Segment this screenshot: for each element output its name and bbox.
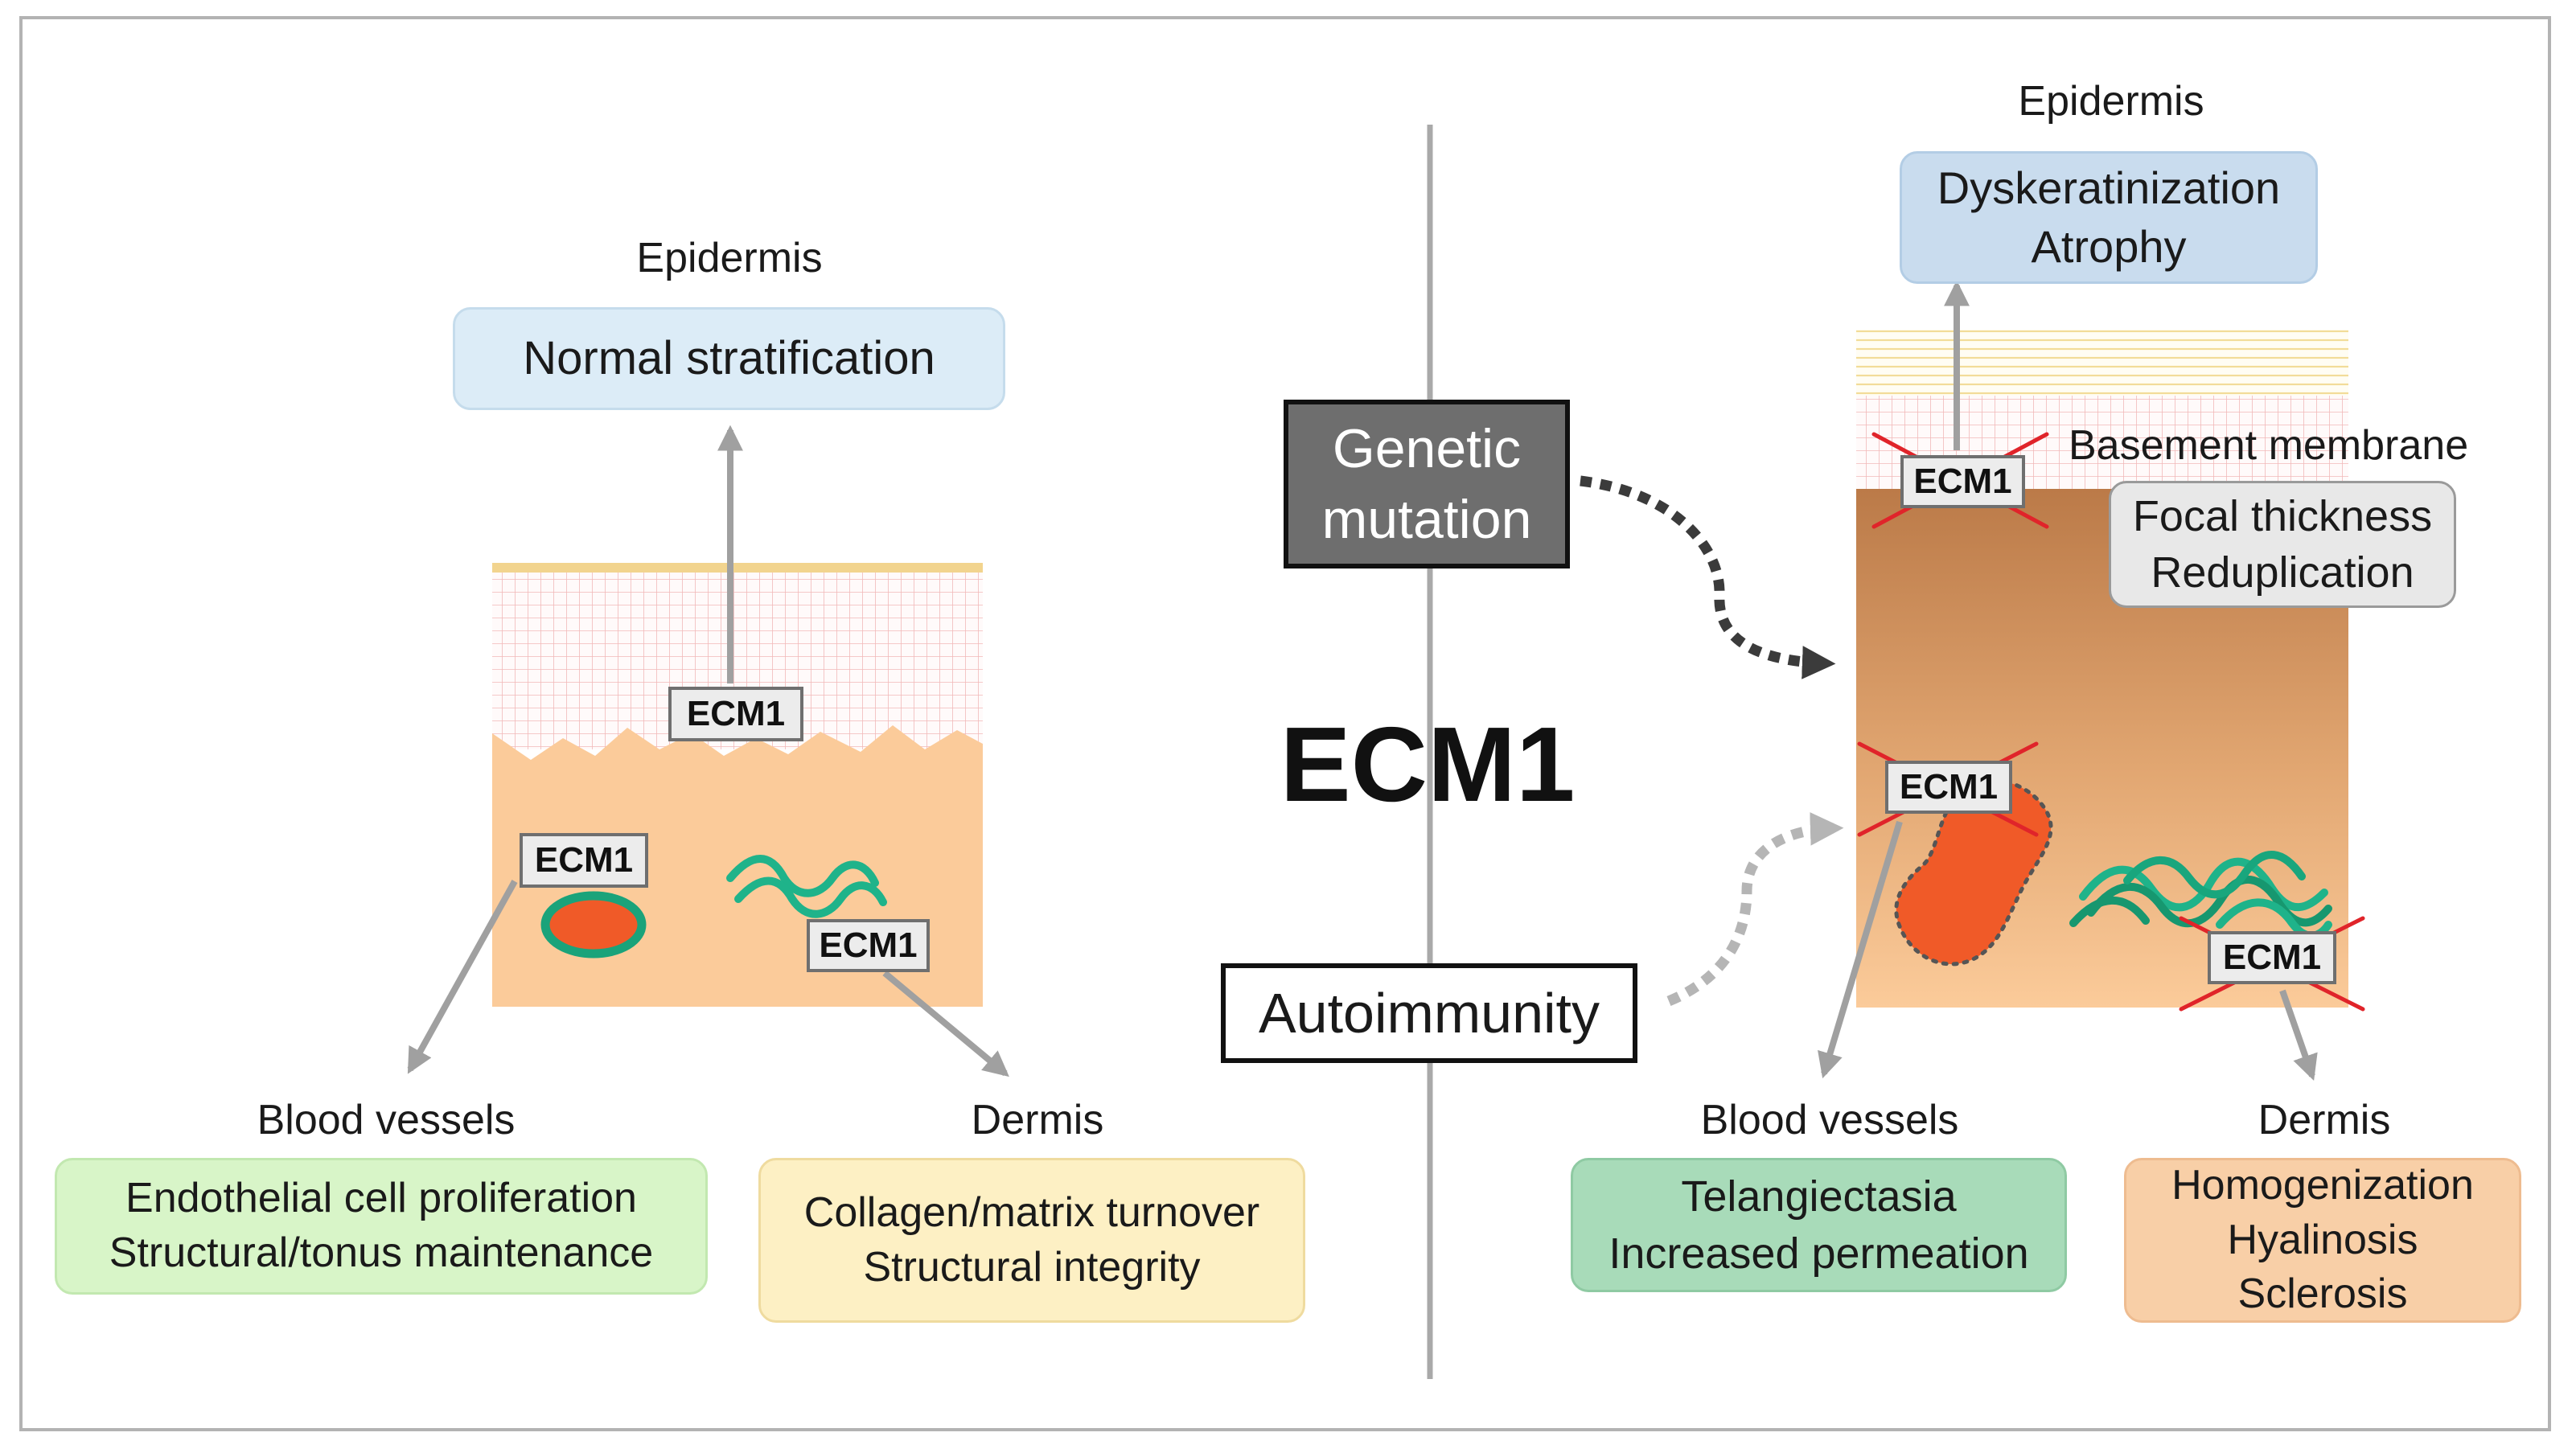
normal-blood-line-2: Structural/tonus maintenance xyxy=(109,1229,654,1276)
disease-blood-vessels-box: Telangiectasia Increased permeation xyxy=(1571,1158,2067,1292)
genetic-line-2: mutation xyxy=(1321,489,1532,550)
center-title: ECM1 xyxy=(1280,705,1576,823)
autoimmunity-text: Autoimmunity xyxy=(1258,981,1600,1045)
disease-epidermis-box: Dyskeratinization Atrophy xyxy=(1900,151,2318,284)
normal-epidermis-label: Epidermis xyxy=(636,235,823,281)
normal-ecm1-dermis-tag: ECM1 xyxy=(807,919,930,972)
autoimmunity-arrow xyxy=(1666,812,1844,1007)
disease-ecm1-vessel-tag: ECM1 xyxy=(1885,761,2012,814)
disease-collagen-fibers xyxy=(2069,850,2332,940)
normal-collagen-fibers xyxy=(726,855,887,918)
normal-dermis-line-1: Collagen/matrix turnover xyxy=(803,1188,1260,1236)
disease-dermis-line-1: Homogenization xyxy=(2171,1162,2474,1209)
normal-dermis-box: Collagen/matrix turnover Structural inte… xyxy=(758,1158,1305,1323)
normal-dermis-line-2: Structural integrity xyxy=(863,1243,1201,1291)
normal-blood-line-1: Endothelial cell proliferation xyxy=(125,1175,637,1222)
normal-ecm1-vessel-tag: ECM1 xyxy=(520,833,648,888)
basement-membrane-box: Focal thickness Reduplication xyxy=(2109,481,2456,608)
genetic-line-1: Genetic xyxy=(1332,417,1522,479)
normal-blood-vessels-box: Endothelial cell proliferation Structura… xyxy=(55,1158,708,1295)
normal-blood-vessel xyxy=(540,891,647,958)
disease-blood-line-1: Telangiectasia xyxy=(1681,1172,1957,1221)
disease-dermis-line-2: Hyalinosis xyxy=(2227,1216,2418,1263)
disease-epidermis-line-2: Atrophy xyxy=(2031,220,2187,272)
normal-blood-vessels-label: Blood vessels xyxy=(257,1097,516,1143)
disease-epidermis-line-1: Dyskeratinization xyxy=(1937,162,2281,213)
basement-line-1: Focal thickness xyxy=(2132,491,2433,540)
disease-ecm1-epidermis-tag: ECM1 xyxy=(1900,455,2025,508)
autoimmunity-box: Autoimmunity xyxy=(1221,963,1637,1063)
disease-blood-vessels-label: Blood vessels xyxy=(1700,1097,1959,1143)
basement-line-2: Reduplication xyxy=(2151,548,2414,597)
disease-ecm1-dermis-tag: ECM1 xyxy=(2208,931,2336,984)
normal-ecm1-epidermis-tag: ECM1 xyxy=(668,687,803,741)
disease-dermis-box: Homogenization Hyalinosis Sclerosis xyxy=(2124,1158,2521,1323)
disease-epidermis-label: Epidermis xyxy=(2018,78,2204,125)
disease-dermis-line-3: Sclerosis xyxy=(2237,1270,2408,1318)
disease-blood-vessel xyxy=(1894,778,2053,967)
normal-dermis-label: Dermis xyxy=(971,1097,1104,1143)
basement-membrane-label: Basement membrane xyxy=(2069,422,2469,469)
genetic-mutation-box: Genetic mutation xyxy=(1284,400,1570,568)
genetic-arrow xyxy=(1580,475,1836,679)
normal-epidermis-box: Normal stratification xyxy=(453,307,1005,410)
disease-dermis-label: Dermis xyxy=(2258,1097,2391,1143)
disease-blood-line-2: Increased permeation xyxy=(1608,1229,2029,1278)
normal-epidermis-text: Normal stratification xyxy=(523,332,935,385)
